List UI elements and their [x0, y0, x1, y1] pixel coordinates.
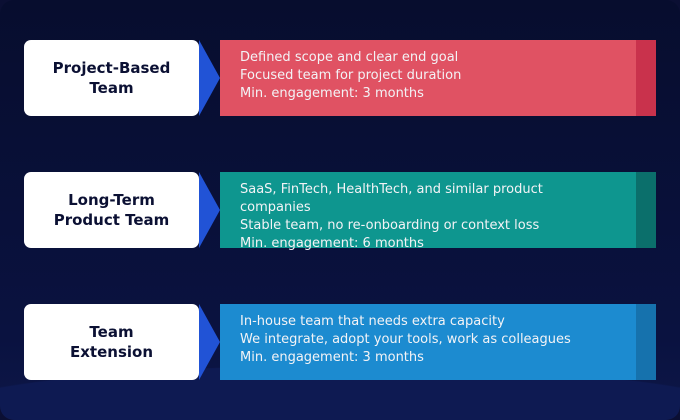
content-line: Focused team for project duration	[240, 68, 462, 83]
content-line: Min. engagement: 3 months	[240, 350, 424, 365]
accent-bar	[636, 40, 656, 116]
label-line: Team	[89, 323, 134, 341]
content-line: Min. engagement: 3 months	[240, 86, 424, 101]
accent-bar	[636, 304, 656, 380]
label-line: Product Team	[53, 211, 170, 229]
arrow-icon	[199, 40, 220, 116]
label-line: Team	[89, 79, 134, 97]
content-box: SaaS, FinTech, HealthTech, and similar p…	[220, 172, 636, 251]
content-line: Defined scope and clear end goal	[240, 50, 459, 65]
label-line: Extension	[70, 343, 153, 361]
content-line: In-house team that needs extra capacity	[240, 314, 505, 329]
content-line: We integrate, adopt your tools, work as …	[240, 332, 571, 347]
content-line: Stable team, no re-onboarding or context…	[240, 218, 540, 233]
label-line: Project-Based	[52, 59, 171, 77]
label-line: Long-Term	[68, 191, 155, 209]
arrow-icon	[199, 304, 220, 380]
accent-bar	[636, 172, 656, 248]
content-line: Min. engagement: 6 months	[240, 236, 424, 251]
arrow-icon	[199, 172, 220, 248]
content-line: SaaS, FinTech, HealthTech, and similar p…	[240, 182, 543, 215]
